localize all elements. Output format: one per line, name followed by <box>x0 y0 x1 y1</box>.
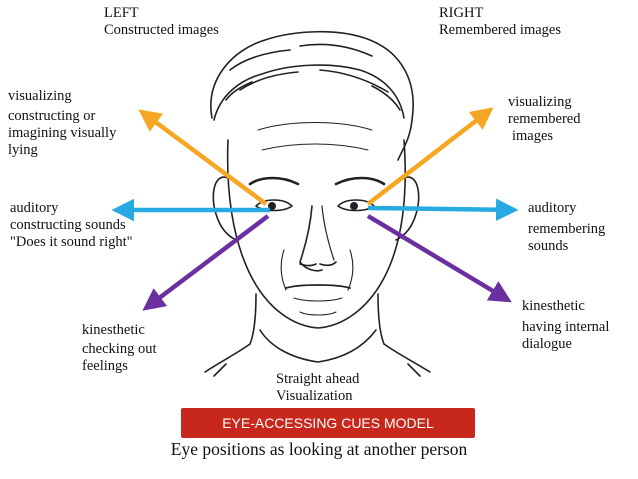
arrow-right-auditory <box>367 198 519 222</box>
label-left-visual: visualizing constructing or imagining vi… <box>8 88 117 158</box>
caption: Eye positions as looking at another pers… <box>170 439 468 459</box>
label-center: Straight ahead Visualization <box>276 371 360 404</box>
face-drawing <box>204 30 431 377</box>
arrow-right-kinesthetic <box>366 214 512 303</box>
arrow-left-visual <box>138 109 268 206</box>
label-right-kinesthetic: kinesthetic having internal dialogue <box>522 298 610 352</box>
label-left-kinesthetic: kinesthetic checking out feelings <box>82 322 157 374</box>
arrow-left-kinesthetic <box>142 214 270 311</box>
right-header: RIGHT Remembered images <box>439 5 561 38</box>
label-left-auditory: auditory constructing sounds "Does it so… <box>10 200 133 250</box>
label-right-visual: visualizing remembered images <box>508 94 581 144</box>
arrow-right-visual <box>366 107 494 206</box>
title-banner: EYE-ACCESSING CUES MODEL <box>181 408 475 438</box>
label-right-auditory: auditory remembering sounds <box>528 200 606 254</box>
left-header: LEFT Constructed images <box>104 5 219 38</box>
